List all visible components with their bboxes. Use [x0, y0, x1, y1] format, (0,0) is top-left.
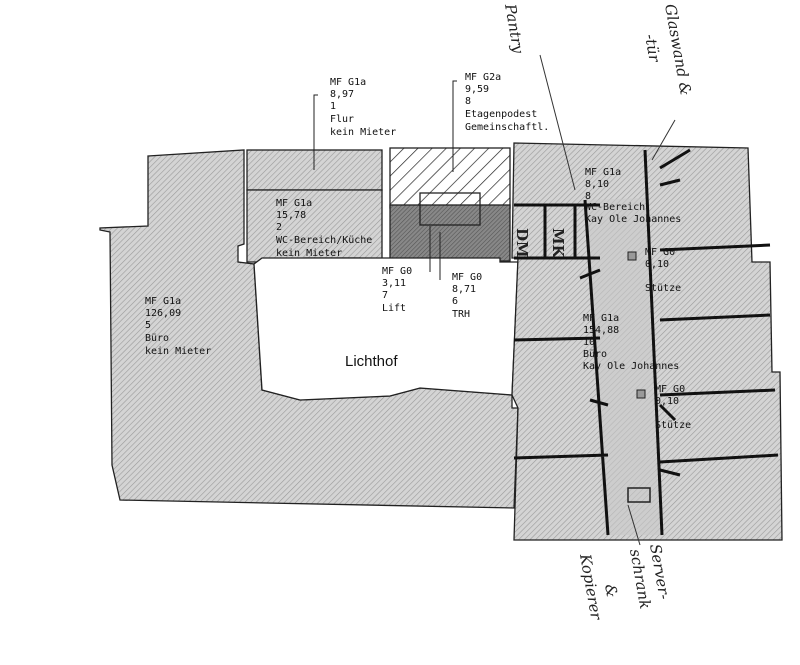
svg-text:kein Mieter: kein Mieter	[330, 127, 396, 138]
svg-text:126,09: 126,09	[145, 308, 181, 319]
svg-text:MF G1a: MF G1a	[276, 198, 312, 209]
svg-text:154,88: 154,88	[583, 325, 619, 336]
handwriting-server-4: Kopierer	[576, 552, 606, 622]
svg-text:MF G0: MF G0	[645, 247, 675, 258]
svg-text:Kay Ole Johannes: Kay Ole Johannes	[583, 361, 679, 372]
label-wc-right: MF G1a 8,10 8 WC-Bereich Kay Ole Johanne…	[585, 167, 681, 225]
svg-text:Gemeinschaftl.: Gemeinschaftl.	[465, 122, 549, 133]
handwriting-pantry: Pantry	[501, 2, 528, 56]
label-podest: MF G2a 9,59 8 Etagenpodest Gemeinschaftl…	[465, 72, 549, 133]
handwriting-server-3: &	[601, 583, 621, 599]
svg-text:MF G1a: MF G1a	[330, 77, 366, 88]
svg-text:8,97: 8,97	[330, 89, 354, 100]
label-trh: MF G0 8,71 6 TRH	[452, 272, 482, 320]
svg-text:MF G1a: MF G1a	[583, 313, 619, 324]
label-stuetze-1: MF G0 0,10 Stütze	[645, 247, 681, 294]
svg-text:8: 8	[465, 96, 471, 107]
svg-text:0,10: 0,10	[645, 259, 669, 270]
svg-text:WC-Bereich: WC-Bereich	[585, 202, 645, 213]
svg-text:0,10: 0,10	[655, 396, 679, 407]
svg-text:MF G0: MF G0	[382, 266, 412, 277]
svg-text:3,11: 3,11	[382, 278, 406, 289]
handwriting-tuer: -tür	[641, 33, 664, 64]
lichthof-label: Lichthof	[345, 353, 398, 370]
room-trh	[389, 204, 511, 262]
handwriting-mk: MK	[549, 228, 567, 259]
svg-text:9,59: 9,59	[465, 84, 489, 95]
svg-text:MF G0: MF G0	[452, 272, 482, 283]
svg-text:7: 7	[382, 290, 388, 301]
svg-text:WC-Bereich/Küche: WC-Bereich/Küche	[276, 235, 372, 246]
svg-text:Büro: Büro	[145, 333, 169, 344]
svg-text:MF G1a: MF G1a	[145, 296, 181, 307]
label-lift: MF G0 3,11 7 Lift	[382, 266, 412, 314]
svg-text:MF G1a: MF G1a	[585, 167, 621, 178]
svg-text:10: 10	[583, 337, 595, 348]
svg-text:15,78: 15,78	[276, 210, 306, 221]
svg-text:6: 6	[452, 296, 458, 307]
svg-text:2: 2	[276, 222, 282, 233]
svg-text:Büro: Büro	[583, 349, 607, 360]
svg-text:Kay Ole Johannes: Kay Ole Johannes	[585, 214, 681, 225]
svg-text:8,10: 8,10	[585, 179, 609, 190]
svg-text:Etagenpodest: Etagenpodest	[465, 109, 537, 120]
room-lift	[419, 192, 481, 226]
svg-text:kein Mieter: kein Mieter	[145, 346, 211, 357]
label-buero-right: MF G1a 154,88 10 Büro Kay Ole Johannes	[583, 313, 679, 372]
svg-text:8: 8	[585, 191, 591, 202]
handwriting-dm: DM	[513, 228, 531, 258]
label-stuetze-2: MF G0 0,10 Stütze	[655, 384, 691, 431]
svg-text:5: 5	[145, 320, 151, 331]
corridor	[585, 198, 660, 535]
handwriting-glaswand: Glaswand &	[661, 3, 695, 97]
svg-text:Flur: Flur	[330, 114, 354, 125]
svg-text:TRH: TRH	[452, 309, 470, 320]
label-buero-left: MF G1a 126,09 5 Büro kein Mieter	[145, 296, 211, 357]
svg-text:8,71: 8,71	[452, 284, 476, 295]
svg-text:Lift: Lift	[382, 303, 406, 314]
svg-text:MF G0: MF G0	[655, 384, 685, 395]
label-flur: MF G1a 8,97 1 Flur kein Mieter	[330, 77, 396, 138]
svg-text:MF G2a: MF G2a	[465, 72, 501, 83]
svg-text:Stütze: Stütze	[655, 420, 691, 431]
svg-text:Stütze: Stütze	[645, 283, 681, 294]
svg-text:kein Mieter: kein Mieter	[276, 248, 342, 259]
svg-text:1: 1	[330, 101, 336, 112]
room-podest	[389, 147, 511, 209]
label-wc: MF G1a 15,78 2 WC-Bereich/Küche kein Mie…	[276, 198, 372, 259]
